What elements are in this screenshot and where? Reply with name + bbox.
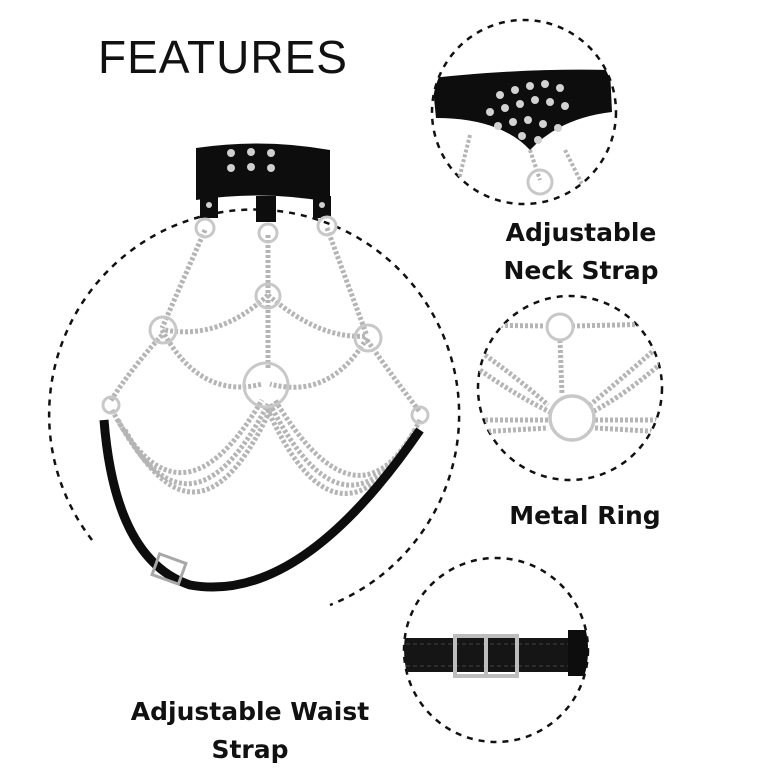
collar-strap [196,143,330,202]
features-heading: FEATURES [98,31,348,83]
waist-buckle [150,551,188,587]
metal-ring-label: Metal Ring [509,501,661,530]
chains [107,227,423,496]
collar-studs [227,148,275,172]
collar-tab-center [256,196,276,222]
ring-detail-dashed-circle [476,294,664,482]
neck-strap-label-line2: Neck Strap [503,256,659,285]
neck-strap-label-line1: Adjustable [505,218,657,247]
waist-strap-label: Adjustable Waist Strap [130,697,370,764]
waist-strap [99,419,424,592]
rings [101,215,430,425]
neck-strap-label: Adjustable Neck Strap [500,214,662,290]
waist-detail-image [404,630,588,678]
neck-detail-dashed-circle [430,18,618,206]
main-dashed-outline [47,208,461,607]
harness-product [99,143,430,592]
ring-detail-image [478,312,662,442]
